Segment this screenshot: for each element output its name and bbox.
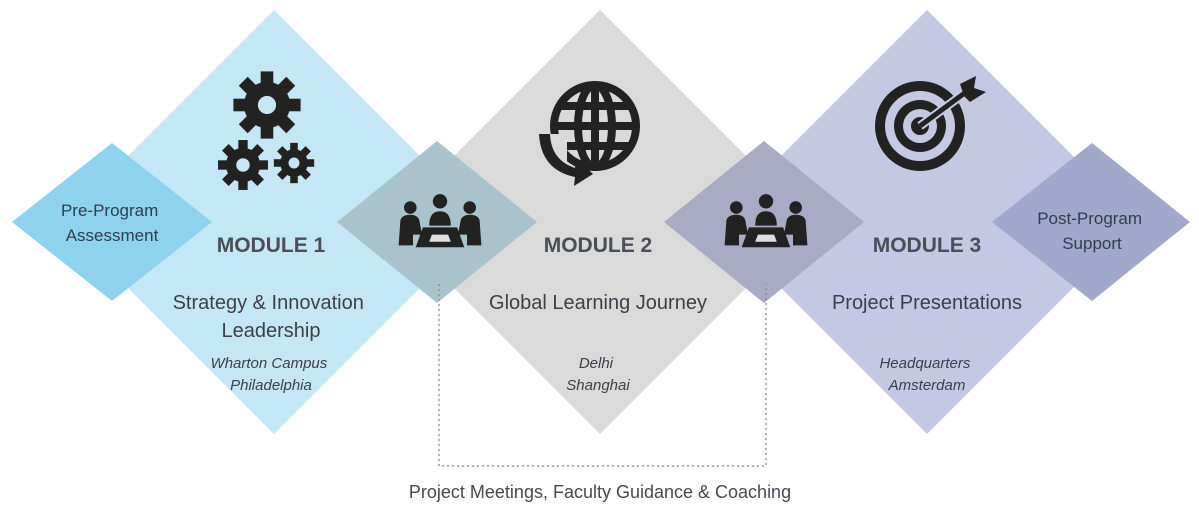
module-1-subtitle: Strategy & Innovation Leadership bbox=[173, 292, 370, 342]
module-3-location: Headquarters Amsterdam bbox=[879, 355, 974, 394]
post-program-diamond bbox=[992, 143, 1190, 301]
module-2-diamond bbox=[388, 10, 812, 434]
module-2-title: MODULE 2 bbox=[544, 234, 653, 257]
footer-caption: Project Meetings, Faculty Guidance & Coa… bbox=[409, 482, 791, 502]
meeting-icon bbox=[398, 194, 482, 248]
globe-icon bbox=[539, 81, 640, 186]
pre-program-diamond bbox=[12, 143, 212, 301]
module-1-location: Wharton Campus Philadelphia bbox=[211, 355, 332, 394]
module-3-subtitle: Project Presentations bbox=[832, 292, 1022, 314]
pre-program-label: Pre-Program Assessment bbox=[61, 201, 163, 245]
module-1-title: MODULE 1 bbox=[217, 234, 326, 257]
module-2-subtitle: Global Learning Journey bbox=[489, 292, 707, 314]
module-3-diamond bbox=[715, 10, 1139, 434]
module-2-location: Delhi Shanghai bbox=[566, 355, 630, 394]
module-1-diamond bbox=[62, 10, 486, 434]
module-3-title: MODULE 3 bbox=[873, 234, 982, 257]
post-program-label: Post-Program Support bbox=[1037, 209, 1147, 253]
target-icon bbox=[875, 76, 986, 171]
meeting-icon bbox=[724, 194, 808, 248]
coaching-connector bbox=[438, 284, 767, 467]
